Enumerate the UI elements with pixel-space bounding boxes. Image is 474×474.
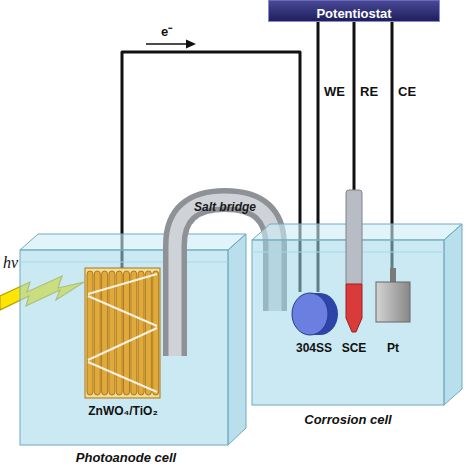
node-label: 304SS bbox=[296, 341, 332, 355]
electron-arrowhead bbox=[186, 40, 196, 49]
potentiostat-box: Potentiostat bbox=[268, 0, 440, 22]
reference-electrode-shape bbox=[340, 190, 368, 354]
node-label: SCE bbox=[342, 341, 367, 355]
wire-label: e⁻ bbox=[160, 22, 173, 40]
text-holder: 304SS bbox=[296, 338, 332, 356]
counter-electrode: Pt bbox=[372, 268, 414, 354]
node-label: Pt bbox=[387, 341, 399, 355]
photoanode-electrode: ZnWO₄/TiO₂ bbox=[80, 268, 166, 418]
wire bbox=[353, 22, 356, 190]
text-holder: WE bbox=[323, 82, 346, 100]
node-label: Corrosion cell bbox=[304, 412, 391, 427]
wire-label: CE bbox=[397, 84, 417, 99]
text-holder: CE bbox=[397, 82, 417, 100]
node-label: Potentiostat bbox=[316, 6, 391, 21]
photoanode-cell: Photoanode cell ZnWO₄/TiO₂ bbox=[16, 232, 252, 468]
wire-label: WE bbox=[323, 84, 346, 99]
text-holder: ZnWO₄/TiO₂ bbox=[88, 401, 158, 419]
text-holder: Corrosion cell bbox=[304, 410, 391, 428]
text-holder: e⁻ bbox=[160, 22, 173, 40]
node-label: ZnWO₄/TiO₂ bbox=[88, 404, 158, 418]
corrosion-cell: Corrosion cell 304SS SCE Pt bbox=[248, 218, 468, 430]
text-holder: Potentiostat bbox=[316, 4, 391, 22]
node-label: Photoanode cell bbox=[76, 450, 176, 465]
light-label: hν bbox=[3, 254, 18, 272]
working-electrode: 304SS bbox=[286, 292, 342, 354]
text-holder: hν bbox=[3, 254, 18, 272]
text-holder: Photoanode cell bbox=[76, 448, 176, 466]
node-label: Salt bridge bbox=[194, 200, 256, 214]
text-holder: Pt bbox=[387, 338, 399, 356]
photoanode-electrode-shape bbox=[80, 268, 166, 418]
wire-label: RE bbox=[359, 84, 379, 99]
text-holder: Salt bridge bbox=[194, 197, 256, 215]
electron-arrow bbox=[146, 43, 188, 45]
text-holder: SCE bbox=[342, 338, 367, 356]
reference-electrode: SCE bbox=[340, 190, 369, 354]
text-holder: RE bbox=[359, 82, 379, 100]
